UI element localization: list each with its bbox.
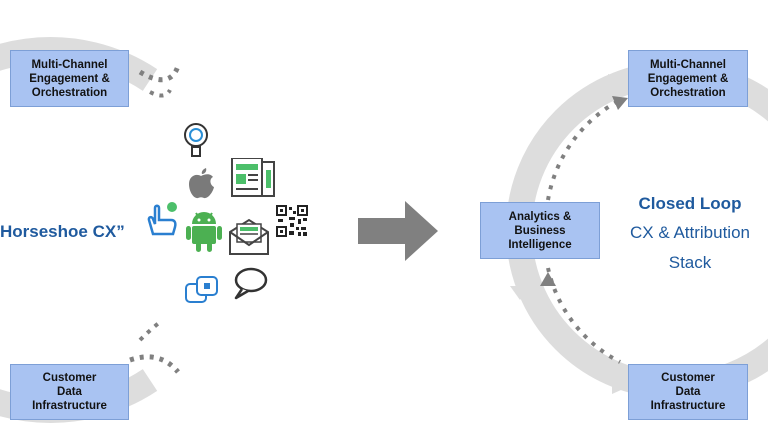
right-analytics-box: Analytics & Business Intelligence — [480, 202, 600, 259]
ring-arrowhead-bottom — [612, 378, 630, 394]
horseshoe-title: Horseshoe CX” — [0, 222, 125, 241]
left-dotted-arc-bottom2 — [138, 320, 162, 342]
left-dotted-arc-top — [138, 65, 181, 83]
right-engagement-box: Multi-Channel Engagement & Orchestration — [628, 50, 748, 107]
left-engagement-box: Multi-Channel Engagement & Orchestration — [10, 50, 129, 107]
closed-loop-subtitle-line3: Stack — [668, 253, 712, 272]
qr-code-icon — [276, 205, 308, 237]
closed-loop-subtitle-line2: CX & Attribution — [629, 223, 750, 242]
dotted-arrowhead-lower — [540, 272, 556, 286]
documents-icon — [231, 158, 275, 197]
left-data-infrastructure-box: Customer Data Infrastructure — [10, 364, 129, 420]
touch-icon — [147, 202, 177, 236]
cards-icon — [185, 276, 218, 303]
ring-arrowhead-left — [510, 286, 530, 300]
left-dotted-arc-top2 — [149, 88, 172, 98]
ring-arrowhead-top — [608, 74, 626, 88]
closed-loop-title: Closed Loop — [638, 194, 742, 213]
email-icon — [229, 218, 269, 255]
dotted-arrowhead-upper — [612, 96, 628, 110]
right-dotted-arc-upper — [546, 98, 621, 201]
speech-bubble-icon — [234, 267, 268, 300]
right-data-infrastructure-box: Customer Data Infrastructure — [628, 364, 748, 420]
apple-icon — [189, 168, 214, 199]
magnifier-bulb-icon — [184, 123, 208, 157]
android-icon — [186, 212, 222, 252]
left-dotted-arc-bottom — [129, 354, 180, 374]
transition-arrow — [358, 201, 438, 261]
